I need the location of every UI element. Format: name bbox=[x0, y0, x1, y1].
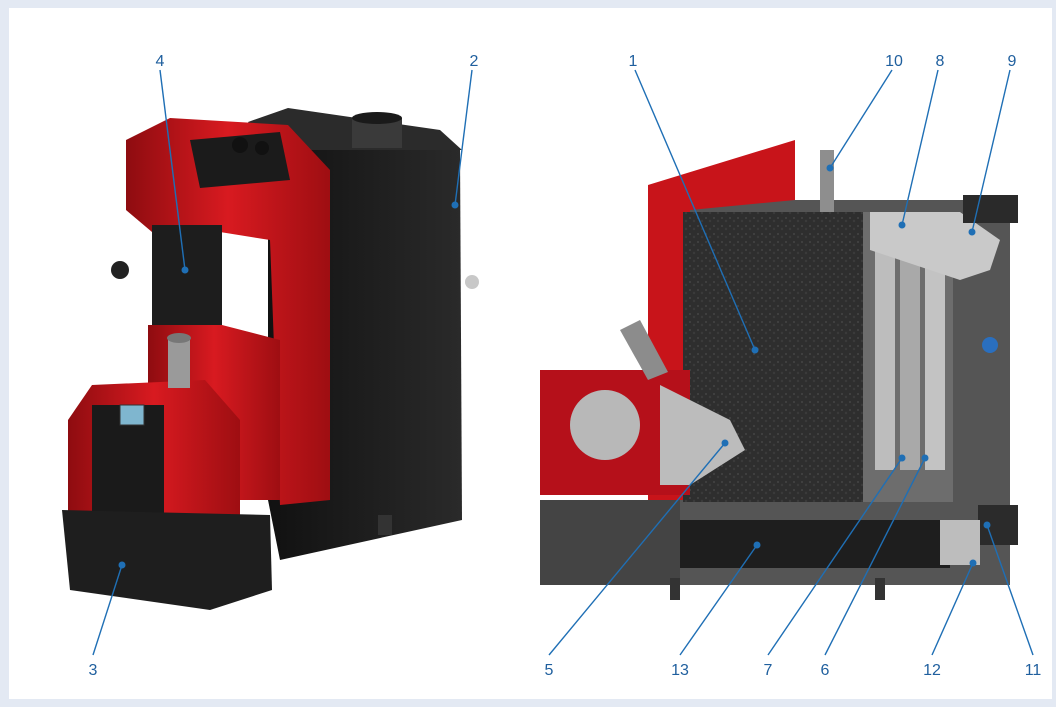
callout-label-5: 5 bbox=[545, 662, 554, 679]
leader-line-9 bbox=[971, 69, 1011, 233]
section-leg-left bbox=[670, 578, 680, 600]
boiler-cross-section bbox=[540, 140, 1018, 600]
leader-dot-13 bbox=[753, 541, 761, 549]
section-pellet-chute bbox=[620, 320, 668, 380]
leader-line-2 bbox=[454, 69, 473, 206]
section-lower-base bbox=[540, 500, 680, 585]
ash-channel bbox=[680, 520, 950, 568]
ash-door bbox=[152, 225, 222, 325]
door-handle-knob bbox=[111, 261, 129, 279]
leader-line-5 bbox=[548, 442, 726, 656]
callout-label-7: 7 bbox=[764, 662, 773, 679]
callout-label-8: 8 bbox=[936, 53, 945, 70]
callout-label-11: 11 bbox=[1025, 662, 1042, 679]
leader-dot-3 bbox=[118, 561, 126, 569]
callout-label-1: 1 bbox=[629, 53, 638, 70]
burner-head bbox=[660, 385, 745, 485]
pellet-inlet-pipe bbox=[168, 338, 190, 388]
ash-auger-end bbox=[940, 520, 980, 565]
leader-dot-5 bbox=[721, 439, 729, 447]
leader-line-4 bbox=[159, 69, 186, 271]
leader-dot-10 bbox=[826, 164, 834, 172]
callout-label-9: 9 bbox=[1008, 53, 1017, 70]
leader-line-10 bbox=[829, 69, 893, 169]
leader-line-13 bbox=[679, 544, 758, 656]
pellet-inlet-top bbox=[167, 333, 191, 343]
callout-labels: 4 2 1 10 8 9 3 5 13 7 6 12 11 bbox=[89, 53, 1042, 679]
section-flue-outlet bbox=[963, 195, 1018, 223]
leader-line-6 bbox=[824, 457, 926, 656]
leader-line-12 bbox=[931, 562, 974, 656]
leader-dot-6 bbox=[921, 454, 929, 462]
control-knob-1 bbox=[232, 137, 248, 153]
leader-dot-1 bbox=[751, 346, 759, 354]
boiler-base bbox=[62, 510, 272, 610]
callout-label-13: 13 bbox=[671, 662, 689, 679]
leader-dot-12 bbox=[969, 559, 977, 567]
leader-dots bbox=[118, 164, 991, 569]
callout-label-2: 2 bbox=[470, 53, 479, 70]
exchanger-tube-1 bbox=[875, 230, 895, 470]
callout-label-10: 10 bbox=[885, 53, 903, 70]
callout-label-4: 4 bbox=[156, 53, 165, 70]
exchanger-tube-3 bbox=[925, 230, 945, 470]
callout-label-12: 12 bbox=[923, 662, 941, 679]
callout-label-6: 6 bbox=[821, 662, 830, 679]
leader-dot-8 bbox=[898, 221, 906, 229]
control-display bbox=[119, 404, 145, 426]
leader-line-1 bbox=[634, 69, 756, 351]
burner-fan bbox=[570, 390, 640, 460]
leader-line-11 bbox=[986, 524, 1034, 656]
blue-valve bbox=[982, 337, 998, 353]
cleaning-mechanism bbox=[870, 212, 1000, 280]
leader-line-7 bbox=[767, 457, 903, 656]
boiler-external-view bbox=[62, 108, 479, 610]
leader-dot-9 bbox=[968, 228, 976, 236]
callout-label-3: 3 bbox=[89, 662, 98, 679]
boiler-foot bbox=[378, 515, 392, 535]
leader-dot-11 bbox=[983, 521, 991, 529]
exchanger-tube-2 bbox=[900, 230, 920, 470]
control-knob-2 bbox=[255, 141, 269, 155]
leader-line-8 bbox=[901, 69, 939, 226]
leader-lines bbox=[92, 69, 1034, 656]
side-connector bbox=[465, 275, 479, 289]
leader-dot-2 bbox=[451, 201, 459, 209]
leader-dot-4 bbox=[181, 266, 189, 274]
flue-pipe-top bbox=[352, 112, 402, 124]
leader-line-3 bbox=[92, 564, 123, 656]
top-pipe bbox=[820, 150, 834, 212]
leader-dot-7 bbox=[898, 454, 906, 462]
section-leg-right bbox=[875, 578, 885, 600]
